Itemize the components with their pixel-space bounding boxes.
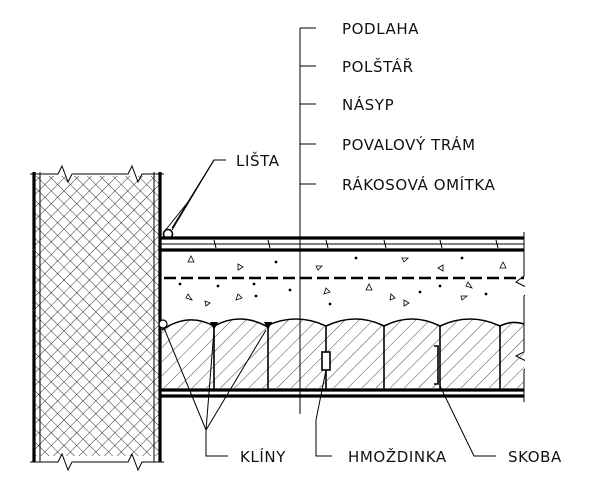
label-polstar: POLŠTÁŘ: [342, 57, 414, 76]
label-rakosova-omitka: RÁKOSOVÁ OMÍTKA: [342, 175, 496, 194]
leader-lines: [163, 27, 496, 457]
label-skoba: SKOBA: [508, 448, 562, 466]
log-beams: [158, 318, 525, 390]
label-podlaha: PODLAHA: [342, 20, 419, 38]
label-kliny: KLÍNY: [240, 447, 286, 466]
label-nasyp: NÁSYP: [342, 95, 394, 114]
break-line-right: [514, 230, 600, 410]
masonry-wall: [30, 162, 164, 476]
label-povalovy-tram: POVALOVÝ TRÁM: [342, 135, 476, 154]
fill-layer: [178, 255, 507, 307]
floor-boards: [160, 236, 524, 252]
reed-plaster: [160, 388, 524, 398]
label-hmozdinka: HMOŽDINKA: [348, 447, 447, 466]
skirting-strip: [158, 228, 174, 250]
layer-labels: PODLAHA POLŠTÁŘ NÁSYP POVALOVÝ TRÁM RÁKO…: [342, 20, 496, 194]
label-lista: LIŠTA: [236, 151, 280, 170]
